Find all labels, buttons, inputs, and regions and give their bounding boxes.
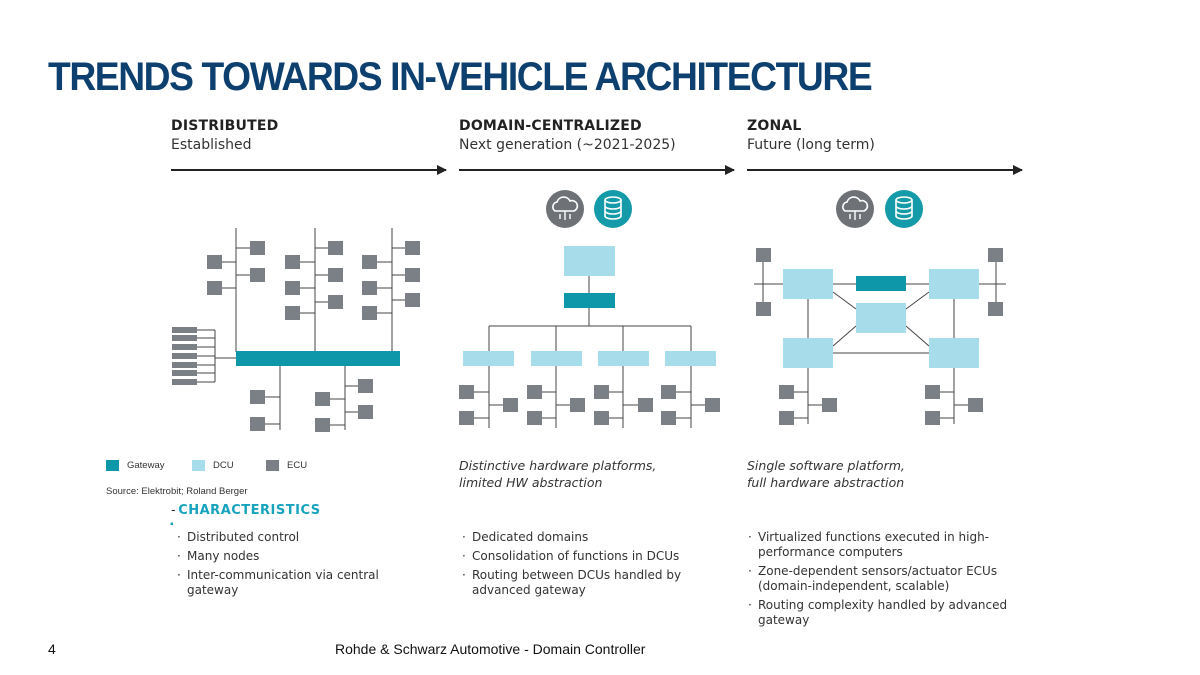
list-item: Zone-dependent sensors/actuator ECUs (do… (748, 564, 1028, 594)
legend-label: DCU (213, 460, 234, 471)
domain-caption: Distinctive hardware platforms, limited … (459, 457, 656, 491)
zonal-caption: Single software platform, full hardware … (747, 457, 905, 491)
characteristics-label: CHARACTERISTICS (178, 503, 321, 518)
zonal-diagram (754, 248, 1006, 424)
legend-gateway: Gateway (106, 460, 165, 471)
slide-title: TRENDS TOWARDS IN-VEHICLE ARCHITECTURE (48, 55, 873, 99)
column-heading: DOMAIN-CENTRALIZED (459, 118, 642, 134)
ecu-blocks-zonal (756, 248, 1003, 425)
ecu-blocks-domain (459, 385, 720, 425)
column-subheading: Established (171, 137, 252, 153)
domain-dcus (463, 351, 716, 366)
legend-ecu: ECU (266, 460, 307, 471)
domain-top-dcu (564, 246, 615, 276)
legend-label: Gateway (127, 460, 165, 471)
database-icon (885, 190, 923, 228)
ecu-blocks-distributed (172, 241, 420, 432)
column-subheading: Next generation (~2021-2025) (459, 137, 676, 153)
column-subheading: Future (long term) (747, 137, 875, 153)
database-icon (594, 190, 632, 228)
legend-label: ECU (287, 460, 308, 471)
cloud-icon (546, 190, 584, 228)
caption-line: Distinctive hardware platforms, (459, 458, 657, 473)
list-item: Dedicated domains (462, 530, 712, 545)
domain-gateway (564, 293, 615, 308)
distributed-characteristics: Distributed control Many nodes Inter-com… (177, 530, 427, 602)
footer-text: Rohde & Schwarz Automotive - Domain Cont… (335, 641, 646, 657)
column-heading: ZONAL (747, 118, 802, 134)
dcu-swatch (192, 460, 205, 471)
source-note: Source: Elektrobit; Roland Berger (106, 486, 248, 497)
caption-line: limited HW abstraction (459, 475, 603, 490)
characteristics-title: -CHARACTERISTICS (171, 503, 321, 518)
caption-line: Single software platform, (747, 458, 905, 473)
list-item: Inter-communication via central gateway (177, 568, 402, 598)
distributed-diagram (196, 228, 412, 430)
list-item: Many nodes (177, 549, 427, 564)
list-item: Virtualized functions executed in high-p… (748, 530, 1013, 560)
column-domain-header: DOMAIN-CENTRALIZED Next generation (~202… (459, 118, 676, 153)
zonal-gateway (856, 276, 906, 291)
list-item: Consolidation of functions in DCUs (462, 549, 712, 564)
legend-dcu: DCU (192, 460, 234, 471)
gateway-swatch (106, 460, 119, 471)
domain-characteristics: Dedicated domains Consolidation of funct… (462, 530, 712, 602)
ecu-swatch (266, 460, 279, 471)
zonal-dcus (783, 269, 979, 368)
cloud-icon (836, 190, 874, 228)
caption-line: full hardware abstraction (747, 475, 905, 490)
central-gateway (236, 351, 400, 366)
page-number: 4 (48, 641, 56, 657)
list-item: Distributed control (177, 530, 427, 545)
column-zonal-header: ZONAL Future (long term) (747, 118, 875, 153)
zonal-characteristics: Virtualized functions executed in high-p… (748, 530, 1023, 632)
column-heading: DISTRIBUTED (171, 118, 279, 134)
list-item: Routing complexity handled by advanced g… (748, 598, 1023, 628)
bullet-dot: ▪ (170, 519, 174, 530)
list-item: Routing between DCUs handled by advanced… (462, 568, 707, 598)
column-distributed-header: DISTRIBUTED Established (171, 118, 278, 153)
